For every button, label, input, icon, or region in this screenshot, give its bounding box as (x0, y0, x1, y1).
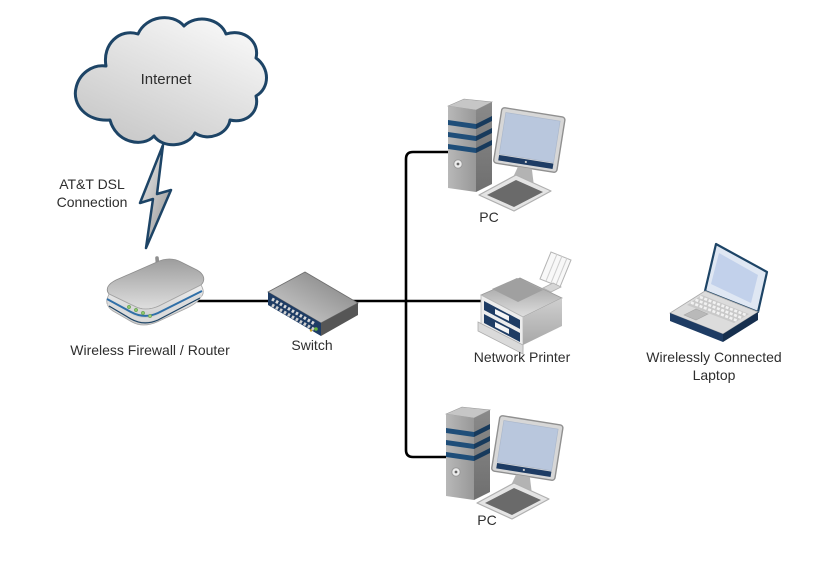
pc-top-label: PC (479, 209, 498, 225)
lightning-bolt-icon (138, 143, 173, 250)
laptop-node: Wirelessly Connected Laptop (646, 242, 782, 383)
network-switch-icon (267, 271, 359, 336)
pc-bottom-node: PC (445, 406, 564, 528)
dsl-label-line1: AT&T DSL (59, 176, 125, 192)
desktop-pc-icon (445, 406, 564, 520)
router-node: Wireless Firewall / Router (70, 256, 230, 358)
laptop-icon (669, 242, 769, 342)
wireless-router-icon (106, 256, 205, 326)
switch-label: Switch (291, 337, 332, 353)
printer-icon (477, 251, 572, 355)
internet-label: Internet (141, 71, 193, 88)
printer-label: Network Printer (474, 349, 571, 365)
dsl-connection-node: AT&T DSL Connection (57, 143, 173, 250)
wire-trunk-pcs (404, 150, 450, 459)
laptop-label-line1: Wirelessly Connected (646, 349, 781, 365)
pc-bottom-label: PC (477, 512, 496, 528)
internet-cloud-node: Internet (73, 16, 268, 147)
switch-node: Switch (267, 271, 359, 353)
router-label: Wireless Firewall / Router (70, 342, 230, 358)
laptop-label-line2: Laptop (693, 367, 736, 383)
dsl-label-line2: Connection (57, 194, 128, 210)
pc-top-node: PC (479, 209, 498, 225)
cloud-icon (73, 16, 268, 147)
printer-node: Network Printer (474, 251, 572, 365)
